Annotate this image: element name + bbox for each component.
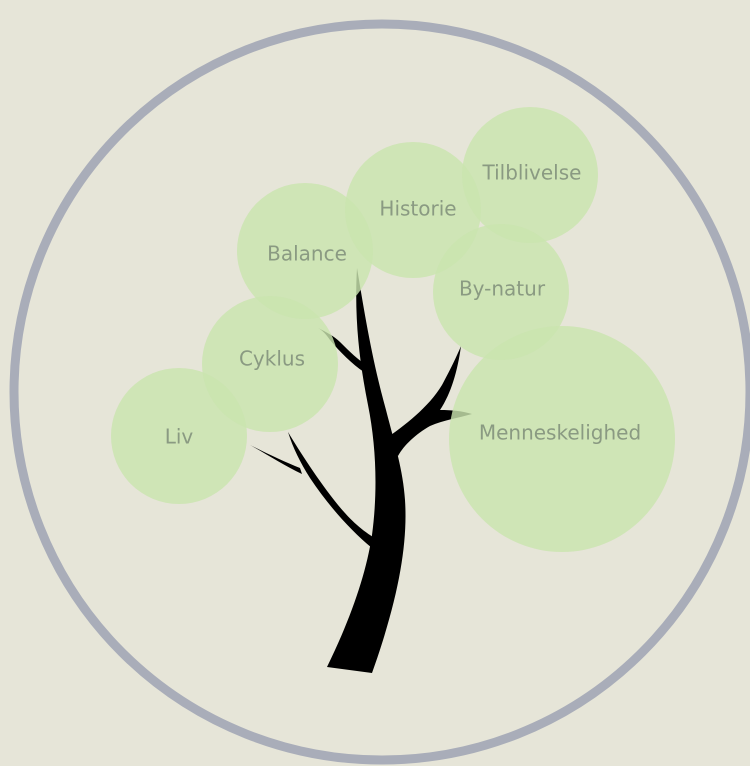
leaf-label-historie: Historie (379, 197, 456, 221)
leaf-label-cyklus: Cyklus (239, 347, 305, 371)
leaf-label-balance: Balance (267, 242, 347, 266)
outer-ring (9, 19, 750, 765)
leaf-liv: Liv (111, 368, 247, 504)
leaf-tilblivelse: Tilblivelse (462, 107, 598, 243)
leaf-label-liv: Liv (165, 425, 194, 449)
leaf-menneskelighed: Menneskelighed (449, 326, 675, 552)
leaf-label-tilblivelse: Tilblivelse (482, 161, 582, 185)
leaf-balance: Balance (237, 183, 373, 319)
branch-right (384, 346, 472, 456)
leaf-historie: Historie (345, 142, 481, 278)
leaf-label-menneskelighed: Menneskelighed (479, 421, 641, 445)
leaf-cyklus: Cyklus (202, 296, 338, 432)
leaf-by-natur: By-natur (433, 224, 569, 360)
trunk-main (327, 268, 406, 673)
leaf-label-by-natur: By-natur (459, 277, 546, 301)
branch-lower-left (250, 432, 378, 548)
